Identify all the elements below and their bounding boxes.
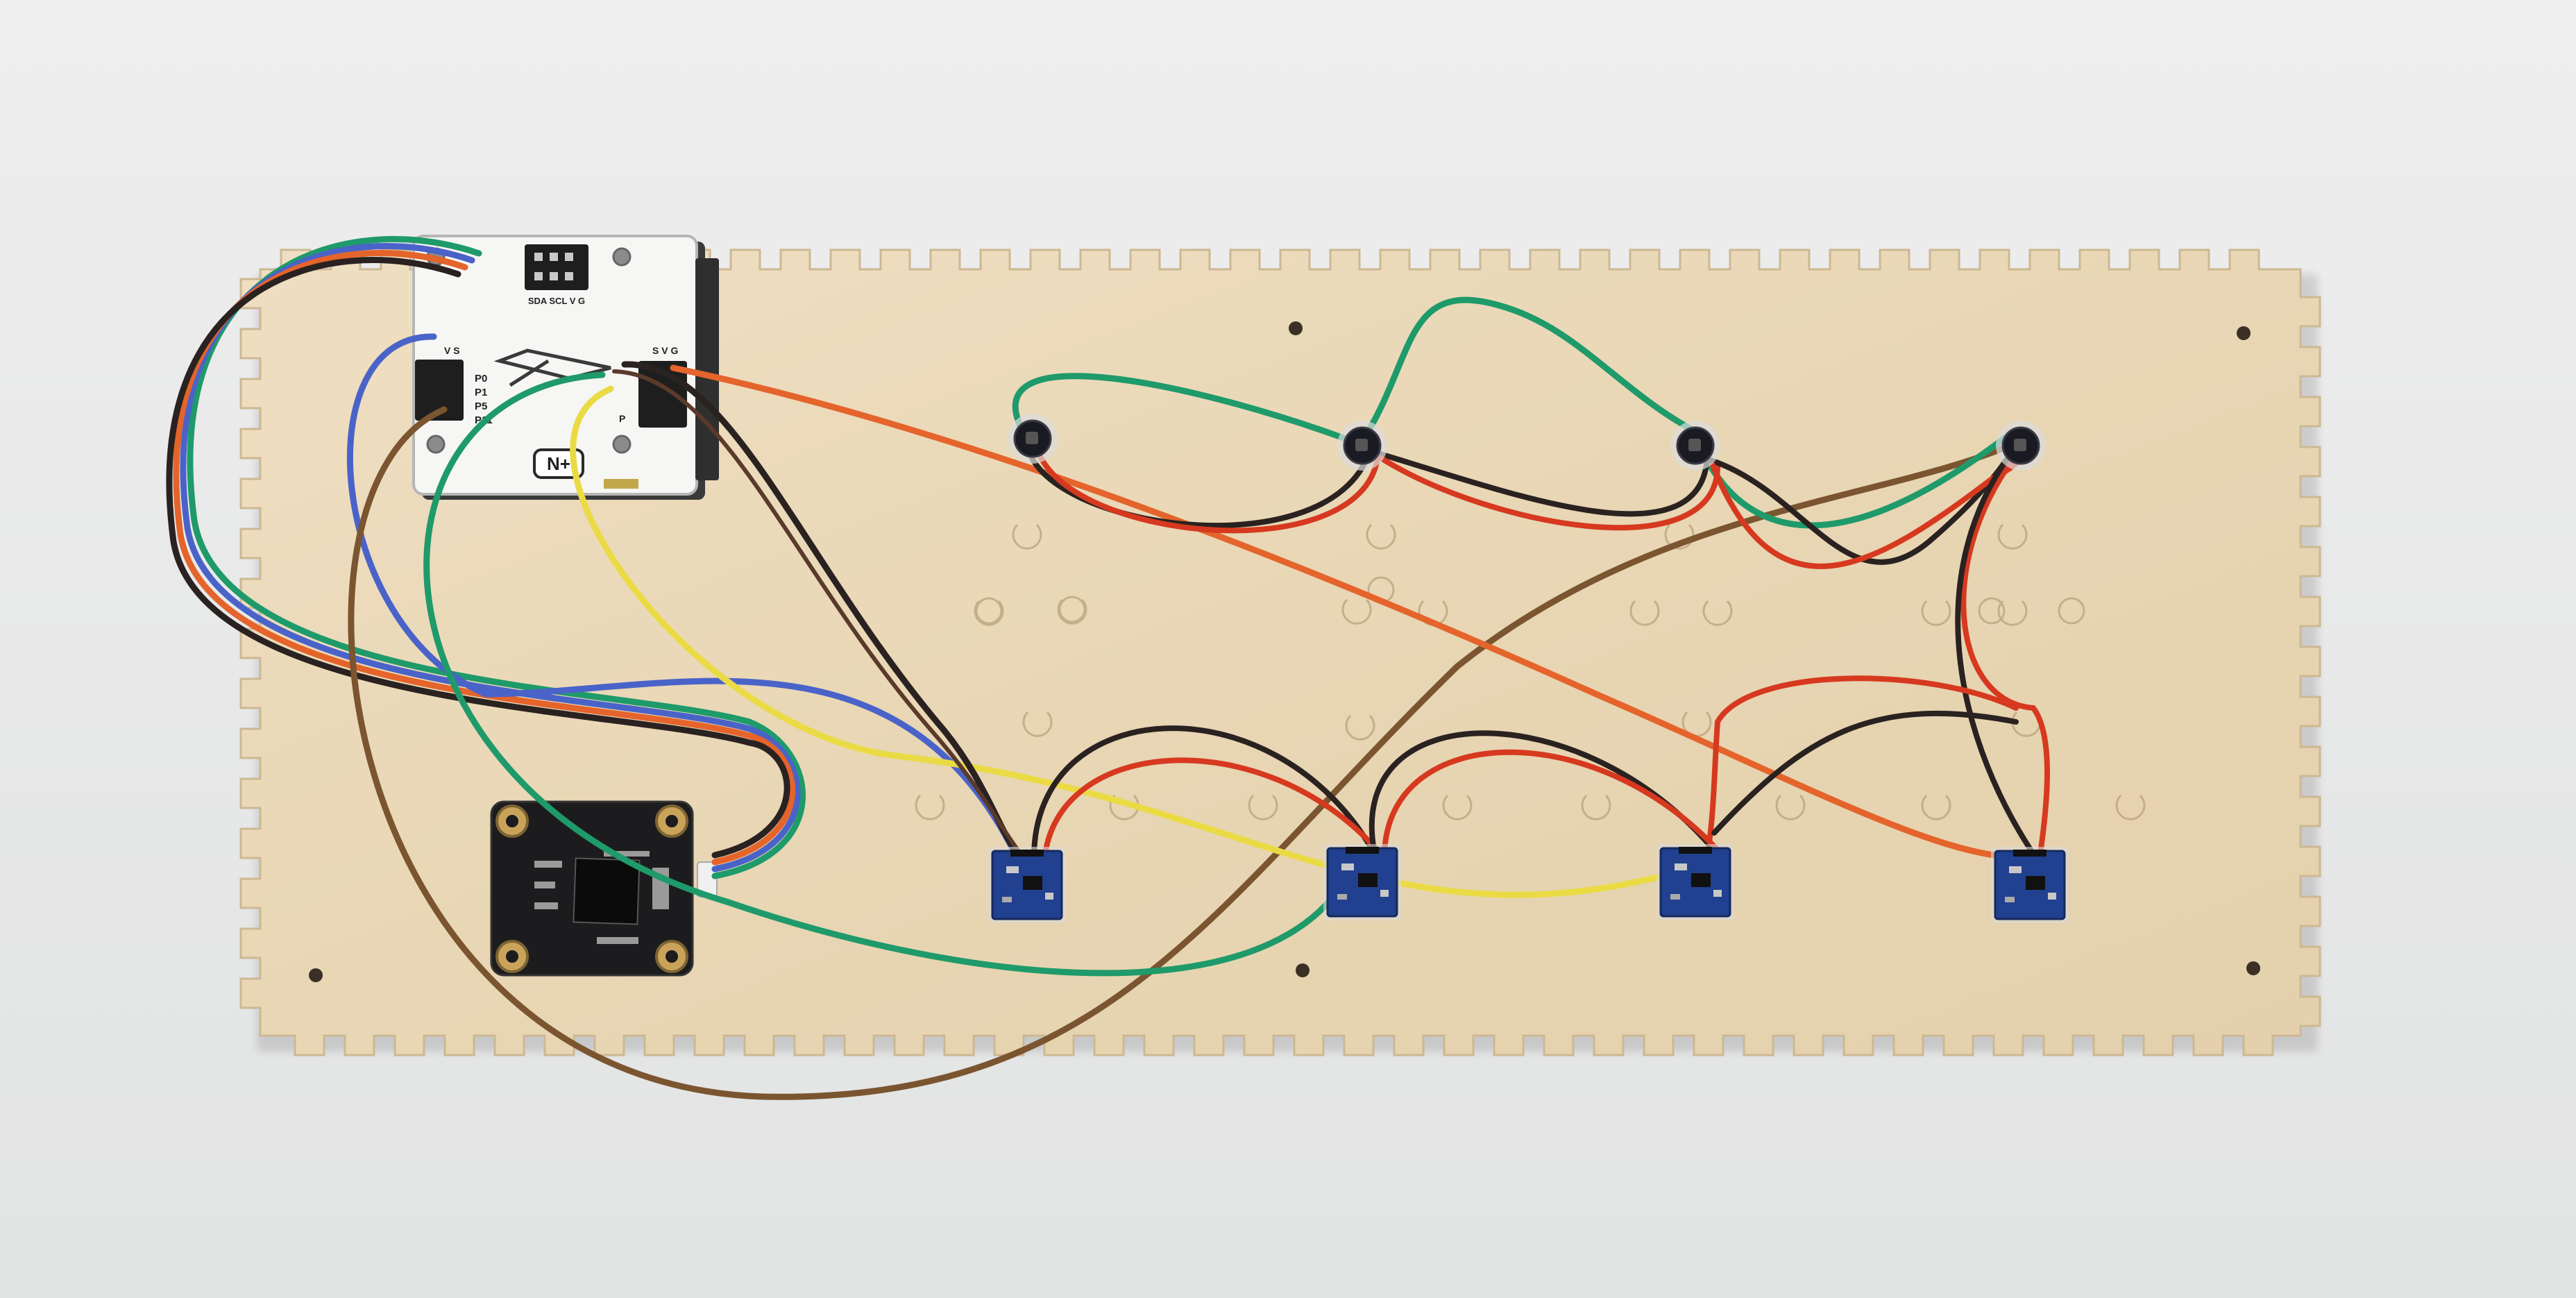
- left-pin-header: [415, 360, 464, 421]
- wire-red-bottom-1: [1042, 757, 1380, 863]
- engraved-mark: [1997, 523, 2028, 550]
- board-holes: [309, 321, 2260, 982]
- button-component: [1996, 421, 2046, 471]
- engraved-mark: [1022, 711, 1053, 737]
- button-component: [1670, 421, 1720, 471]
- engraved-circle: [1058, 596, 1086, 623]
- wire-red-right-loop: [1704, 675, 2019, 857]
- sensor-row: [988, 844, 2069, 923]
- controller-logo-stroke: [509, 359, 550, 387]
- engraved-mark: [1442, 794, 1473, 820]
- wire-red-right: [1960, 448, 2050, 857]
- sensor-board: [1323, 844, 1401, 920]
- engraved-circle: [2058, 597, 2085, 625]
- controller-edge-connector: [695, 258, 719, 480]
- engraved-mark: [1664, 523, 1695, 550]
- sensor-board: [1991, 847, 2069, 923]
- ribbon-wire-black: [166, 257, 790, 859]
- wire-brown-controller: [612, 369, 1029, 863]
- engraved-mark: [1702, 600, 1733, 626]
- sensor-board: [988, 847, 1066, 923]
- audio-module: [490, 800, 718, 977]
- wire-blue-to-sensor: [346, 333, 1024, 868]
- button-row: [1008, 414, 2046, 471]
- engraved-mark: [1581, 794, 1611, 820]
- engraved-mark: [1345, 714, 1375, 741]
- wire-black-mid-3: [1711, 710, 2019, 836]
- left-header-label: V S: [444, 345, 460, 356]
- engraved-mark: [1366, 523, 1396, 550]
- controller-gold-contacts: [604, 479, 638, 489]
- i2c-header-label: SDA SCL V G: [528, 296, 585, 306]
- engraved-mark: [915, 794, 945, 820]
- sensor-board: [1656, 844, 1734, 920]
- engraved-mark: [1057, 598, 1087, 625]
- board-engravings: [915, 523, 2146, 820]
- wire-black-right: [1955, 448, 2036, 857]
- wire-yellow: [570, 385, 1697, 898]
- controller-pin-label: P5: [475, 401, 487, 412]
- wire-black-bottom-1: [1031, 725, 1373, 860]
- engraved-mark: [1997, 600, 2028, 626]
- engraved-mark: [1775, 794, 1806, 820]
- right-pin-label: P: [619, 413, 625, 424]
- engraved-mark: [1248, 794, 1278, 820]
- engraved-mark: [1012, 523, 1042, 550]
- button-component: [1008, 414, 1058, 464]
- wire-orange-long: [670, 364, 2030, 861]
- audio-chip: [573, 857, 641, 925]
- engraved-mark: [974, 600, 1004, 626]
- wire-brown-long: [348, 406, 2033, 1100]
- wiring: [166, 236, 2050, 1100]
- controller-logo-text: N+: [547, 453, 570, 474]
- controller-pin-label: P1: [475, 387, 487, 398]
- controller-logo-mark: [493, 348, 611, 380]
- button-component: [1337, 421, 1387, 471]
- engraved-mark: [2115, 794, 2146, 820]
- wire-red-top-1: [1035, 447, 1380, 534]
- controller-pin-label: P0: [475, 373, 487, 385]
- wire-red-top-2: [1378, 455, 1721, 531]
- wire-black-top-1: [1024, 441, 1370, 529]
- wire-green-long: [423, 371, 1357, 977]
- right-header-label: S V G: [652, 345, 678, 356]
- wire-black-top-2: [1368, 448, 1710, 517]
- wire-red-bottom-2: [1382, 749, 1724, 857]
- engraved-mark: [1921, 794, 1951, 820]
- i2c-header: [525, 244, 588, 290]
- engraved-circle: [975, 597, 1003, 625]
- engraved-mark: [1629, 600, 1660, 626]
- engraved-circle: [1978, 597, 2006, 625]
- engraved-mark: [1921, 600, 1951, 626]
- engraved-mark: [1341, 598, 1372, 625]
- wire-green-top: [1012, 296, 2009, 529]
